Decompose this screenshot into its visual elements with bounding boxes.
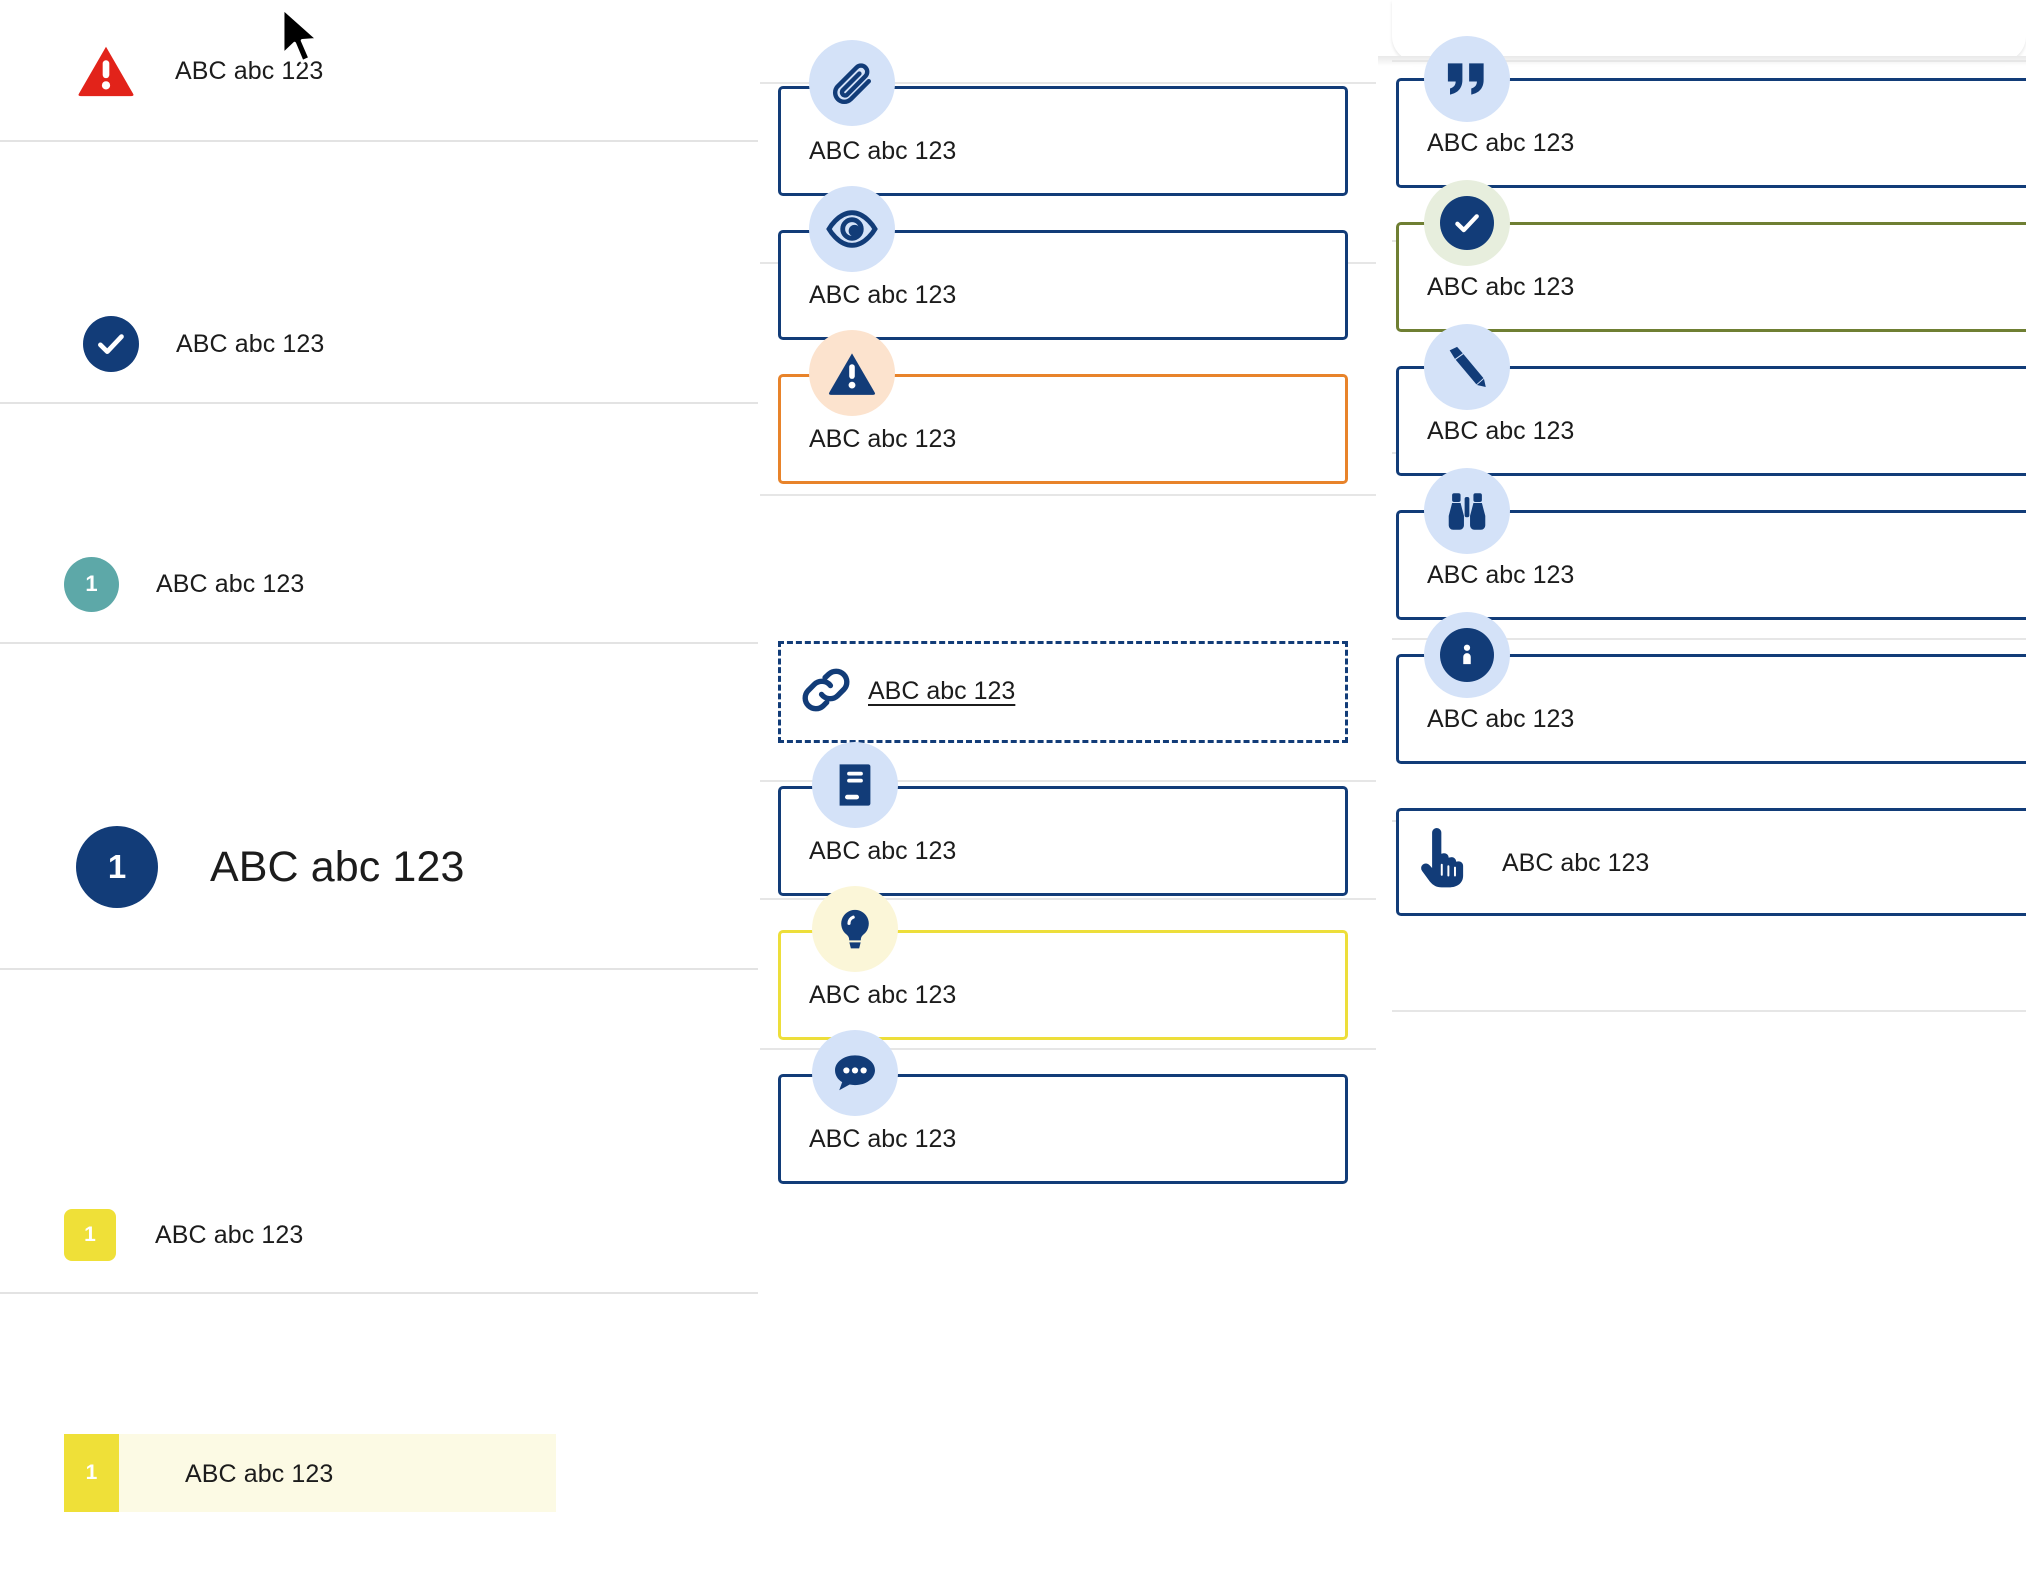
check-circle-icon-chip	[1424, 180, 1510, 266]
row-separator	[0, 1292, 758, 1294]
column-separator	[1392, 60, 2026, 62]
link-chain-icon	[798, 662, 854, 718]
list-item-label: ABC abc 123	[185, 1460, 334, 1488]
row-separator	[0, 140, 758, 142]
card-label: ABC abc 123	[809, 981, 957, 1009]
card-label: ABC abc 123	[1427, 417, 1575, 445]
info-circle-icon	[1440, 628, 1494, 682]
card-check[interactable]: ABC abc 123	[1396, 222, 2026, 332]
card-label: ABC abc 123	[809, 837, 957, 865]
list-item-label: ABC abc 123	[175, 56, 324, 85]
badge-value: 1	[84, 1223, 96, 1246]
column-separator	[760, 898, 1376, 900]
eye-icon	[826, 210, 878, 248]
pointing-hand-icon	[1414, 824, 1470, 890]
left-list-column: ABC abc 123 ABC abc 123 1 ABC abc 123 1 …	[0, 0, 758, 1512]
card-link[interactable]	[778, 641, 1348, 743]
card-label: ABC abc 123	[1427, 705, 1575, 733]
column-separator	[1392, 638, 2026, 640]
lightbulb-icon	[835, 907, 875, 951]
list-item-featured[interactable]: 1 ABC abc 123	[0, 764, 758, 970]
badge-value: 1	[85, 571, 98, 596]
card-label: ABC abc 123	[1427, 273, 1575, 301]
quote-marks-icon	[1444, 59, 1490, 99]
card-label: ABC abc 123	[809, 425, 957, 453]
column-separator	[760, 780, 1376, 782]
column-separator	[760, 82, 1376, 84]
card-label: ABC abc 123	[1427, 561, 1575, 589]
card-label: ABC abc 123	[1502, 849, 1650, 877]
number-badge-yellow: 1	[64, 1209, 116, 1261]
card-link-label[interactable]: ABC abc 123	[868, 677, 1016, 705]
chat-bubble-icon-chip	[812, 1030, 898, 1116]
card-label: ABC abc 123	[809, 137, 957, 165]
paperclip-icon-chip	[809, 40, 895, 126]
number-badge-yellow: 1	[64, 1434, 119, 1512]
row-separator	[0, 642, 758, 644]
warning-triangle-icon	[77, 45, 135, 97]
book-icon-chip	[812, 742, 898, 828]
card-paperclip[interactable]: ABC abc 123	[778, 86, 1348, 196]
list-item[interactable]: 1 ABC abc 123	[0, 1176, 758, 1294]
number-badge-navy-large: 1	[76, 826, 158, 908]
card-label: ABC abc 123	[1427, 129, 1575, 157]
warning-triangle-icon-chip	[809, 330, 895, 416]
column-separator	[760, 494, 1376, 496]
list-item[interactable]: ABC abc 123	[0, 284, 758, 404]
number-badge-teal: 1	[64, 556, 119, 612]
list-item-label: ABC abc 123	[176, 329, 325, 358]
list-item[interactable]: ABC abc 123	[0, 0, 758, 142]
paperclip-icon	[828, 59, 876, 107]
row-separator	[0, 968, 758, 970]
pencil-icon	[1444, 344, 1490, 390]
binoculars-icon-chip	[1424, 468, 1510, 554]
warning-triangle-icon	[827, 351, 877, 396]
quote-marks-icon-chip	[1424, 36, 1510, 122]
card-pointing-hand[interactable]	[1396, 808, 2026, 916]
row-separator	[0, 402, 758, 404]
card-label: ABC abc 123	[809, 281, 957, 309]
card-quote[interactable]: ABC abc 123	[1396, 78, 2026, 188]
card-label: ABC abc 123	[809, 1125, 957, 1153]
chat-bubble-icon	[831, 1051, 879, 1095]
check-circle-icon	[1440, 196, 1494, 250]
check-circle-icon	[83, 316, 139, 372]
list-item-label: ABC abc 123	[155, 1220, 304, 1249]
eye-icon-chip	[809, 186, 895, 272]
lightbulb-icon-chip	[812, 886, 898, 972]
column-separator	[1392, 1010, 2026, 1012]
list-item-label: ABC abc 123	[210, 842, 465, 891]
badge-value: 1	[85, 1461, 98, 1484]
badge-value: 1	[107, 848, 127, 885]
list-item-highlighted[interactable]: 1 ABC abc 123	[0, 1412, 758, 1592]
binoculars-icon	[1445, 491, 1489, 532]
book-icon	[834, 762, 876, 808]
list-item[interactable]: 1 ABC abc 123	[0, 524, 758, 644]
list-item-label: ABC abc 123	[156, 569, 305, 598]
column-separator	[760, 1048, 1376, 1050]
info-circle-icon-chip	[1424, 612, 1510, 698]
pencil-icon-chip	[1424, 324, 1510, 410]
